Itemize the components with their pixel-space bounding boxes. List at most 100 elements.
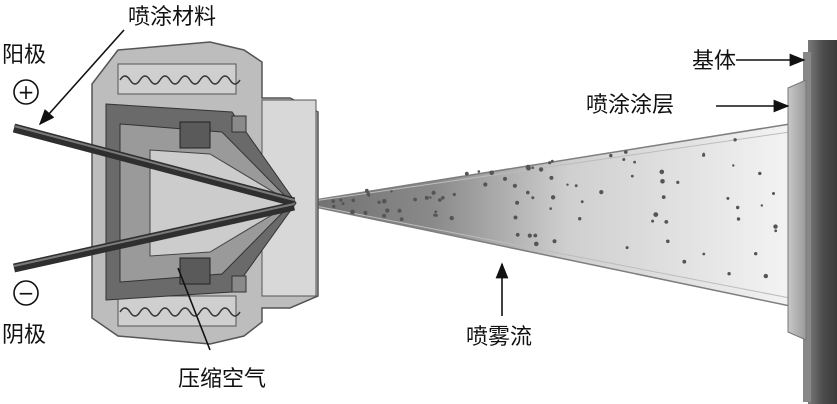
svg-text:−: − (18, 281, 35, 305)
spray-particle (503, 176, 507, 181)
spray-particle (339, 198, 343, 202)
spray-particle (452, 192, 456, 197)
spray-particle (382, 213, 387, 218)
cathode-wire (13, 201, 295, 273)
spray-particles (331, 138, 778, 279)
spray-material-label: 喷涂材料 (128, 5, 216, 30)
spray-particle (477, 170, 481, 173)
spray-particle (515, 232, 520, 237)
spray-material-leader (38, 29, 125, 126)
spray-particle (763, 273, 768, 279)
spray-particle (659, 169, 665, 175)
spray-particle (549, 175, 554, 180)
spray-particle (397, 208, 402, 213)
spray-particle (732, 164, 735, 167)
spray-particle (385, 208, 390, 213)
spray-particle (622, 158, 626, 161)
spray-particle (531, 166, 534, 169)
compressed-air-leader (177, 267, 211, 351)
spray-particle (513, 215, 518, 220)
spray-particle (736, 217, 741, 221)
spray-particle (399, 217, 404, 222)
spray-particle (580, 200, 584, 204)
spray-particle (736, 205, 740, 210)
spray-particle (549, 207, 552, 210)
spray-particle (574, 184, 578, 188)
spray-particle (413, 197, 417, 202)
spray-particle (676, 180, 680, 184)
spray-particle (483, 182, 488, 187)
spray-particle (441, 196, 445, 200)
spray-particle (533, 233, 538, 238)
spray-stream-label: 喷雾流 (466, 325, 532, 350)
spray-stream-cone (295, 123, 791, 307)
spray-particle (433, 213, 437, 217)
spray-particle (552, 239, 557, 244)
spray-particle (512, 183, 518, 188)
spray-particle (760, 204, 763, 207)
spray-particle (429, 196, 432, 199)
spray-particle (526, 190, 530, 195)
spray-coating-label: 喷涂涂层 (586, 93, 674, 118)
anode-wire (12, 123, 296, 207)
spray-particle (351, 198, 356, 203)
spray-particle (773, 224, 778, 229)
spray-particle (664, 220, 669, 224)
spray-particle (438, 198, 442, 202)
substrate-label: 基体 (692, 49, 736, 74)
spray-particle (702, 252, 706, 256)
spray-particle (727, 272, 731, 276)
spray-particle (624, 150, 628, 154)
spray-particle (630, 174, 634, 178)
spray-particle (550, 195, 556, 200)
spray-particle (625, 246, 629, 250)
spray-particle (424, 195, 429, 200)
spray-particle (527, 233, 532, 238)
spray-coating (787, 79, 807, 341)
spray-particle (651, 219, 655, 223)
spray-particle (341, 202, 345, 206)
spray-particle (464, 171, 469, 176)
anode-symbol: + (13, 79, 39, 105)
spray-particle (515, 200, 520, 205)
spray-particle (726, 196, 730, 200)
compressed-air-label: 压缩空气 (178, 367, 266, 392)
spray-particle (531, 196, 535, 200)
spray-particle (350, 209, 355, 215)
spray-particle (661, 195, 666, 200)
spray-particle (578, 217, 582, 221)
spray-particle (377, 200, 381, 204)
cathode-label: 阴极 (2, 323, 46, 348)
spray-particle (566, 183, 569, 186)
spray-particle (431, 190, 436, 195)
spray-particle (772, 192, 775, 195)
spray-particle (489, 170, 495, 176)
spray-particle (660, 179, 665, 184)
spray-particle (534, 241, 539, 247)
spray-particle (774, 229, 778, 233)
spray-particle (653, 212, 659, 218)
spray-particle (682, 259, 687, 264)
spray-particle (434, 210, 438, 214)
spray-particle (525, 164, 531, 170)
spray-particle (609, 153, 613, 158)
svg-text:+: + (18, 80, 35, 104)
spray-particle (449, 215, 454, 221)
spray-particle (550, 159, 554, 163)
spray-particle (390, 190, 393, 193)
spray-particle (548, 161, 552, 165)
spray-gun-nozzle (91, 41, 319, 345)
spray-particle (331, 199, 336, 204)
spray-particle (633, 160, 636, 164)
spray-particle (758, 171, 762, 176)
spray-particle (702, 153, 706, 157)
spray-particle (754, 252, 758, 256)
spray-particle (332, 204, 336, 209)
substrate (803, 40, 837, 404)
spray-particle (538, 167, 544, 172)
spray-particle (364, 212, 368, 216)
cathode-symbol: − (13, 280, 39, 306)
spray-particle (382, 198, 387, 204)
anode-label: 阳极 (2, 43, 46, 68)
